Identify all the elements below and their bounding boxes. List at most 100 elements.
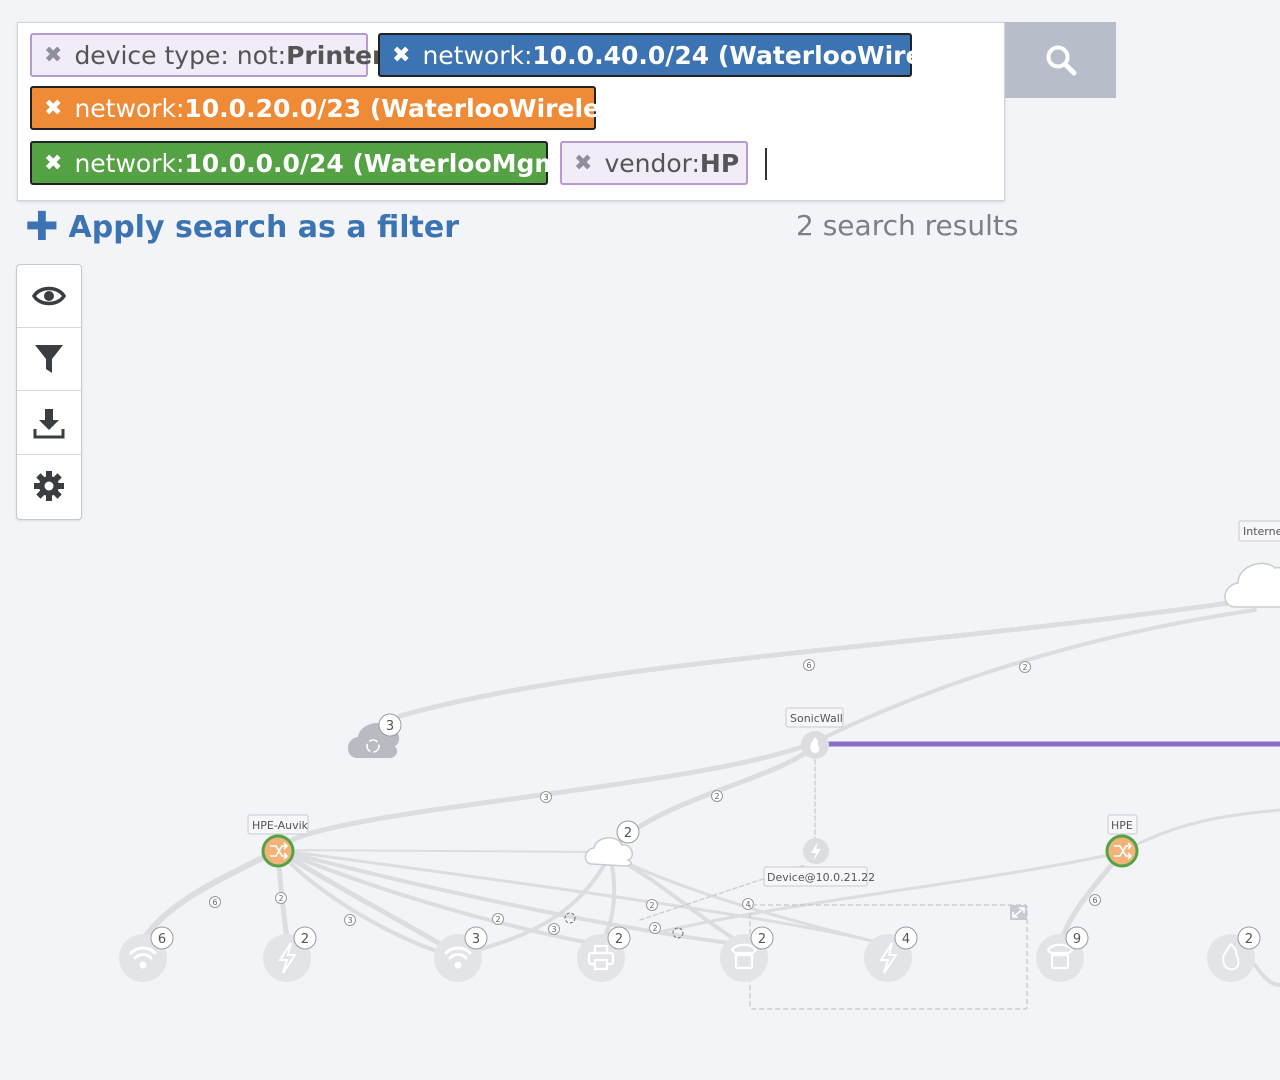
chip-key: vendor:	[604, 148, 700, 178]
phone-icon	[1046, 943, 1074, 970]
device-node: Device@10.0.21.22	[763, 838, 875, 887]
map-link	[658, 850, 1124, 934]
node-count-badge: 2	[301, 932, 309, 947]
link-count-badge: 2	[275, 892, 287, 904]
view-options-button[interactable]	[17, 265, 81, 328]
switch-icon	[270, 842, 289, 860]
map-link	[1253, 963, 1280, 987]
map-toolbar	[16, 264, 82, 520]
plus-icon: ✚	[25, 204, 59, 250]
svg-text:6: 6	[212, 898, 217, 907]
search-chip-device-type[interactable]: ✖ device type: not:Printer	[30, 33, 384, 77]
link-count-badge: 2	[711, 790, 723, 802]
lightning-icon	[278, 942, 297, 974]
link-count-badge: 2	[649, 922, 661, 934]
link-count-badge: 3	[344, 914, 356, 926]
text-cursor	[765, 148, 767, 180]
node-count-badge: 2	[1245, 932, 1253, 947]
node-count-badge: 3	[472, 932, 480, 947]
remove-chip-icon[interactable]: ✖	[392, 42, 411, 68]
remove-chip-icon[interactable]: ✖	[44, 42, 63, 68]
remove-chip-icon[interactable]: ✖	[44, 95, 63, 121]
search-chip-vendor[interactable]: ✖ vendor: HP	[560, 141, 748, 185]
sonicwall-node: SonicWall	[785, 707, 844, 759]
hpe-auvik-node: HPE-Auvik	[247, 814, 309, 868]
svg-text:2: 2	[278, 894, 283, 903]
map-link	[1120, 808, 1280, 854]
download-button[interactable]	[17, 392, 81, 455]
node-count-badge: 2	[624, 826, 632, 841]
map-link	[276, 848, 602, 947]
fire-icon	[1222, 942, 1240, 971]
search-button[interactable]	[1005, 22, 1116, 98]
firewall-icon	[810, 737, 820, 753]
node-count-badge: 2	[615, 932, 623, 947]
chip-key: network:	[422, 40, 533, 70]
wifi-icon	[129, 946, 157, 969]
link-count-badge: 6	[803, 659, 815, 671]
apply-filter-label: Apply search as a filter	[68, 209, 460, 245]
node-count-badge: 9	[1073, 932, 1081, 947]
link-count-badge: 2	[1019, 661, 1031, 673]
wifi-icon	[444, 946, 472, 969]
printer-node: 2	[577, 926, 631, 982]
map-link	[456, 853, 612, 957]
search-icon	[1046, 45, 1076, 76]
sonicwall-label: SonicWall	[790, 712, 843, 725]
svg-text:2: 2	[714, 792, 719, 801]
remove-chip-icon[interactable]: ✖	[574, 150, 593, 176]
chip-value: 10.0.20.0/23 (WaterlooWireless)	[184, 93, 642, 123]
search-chip-network-wireless[interactable]: ✖ network: 10.0.20.0/23 (WaterlooWireles…	[30, 86, 641, 130]
map-link	[813, 608, 1257, 744]
switch-icon	[1114, 842, 1133, 860]
cloud-node-middle: 2	[584, 820, 640, 867]
hpe-auvik-label: HPE-Auvik	[252, 819, 309, 832]
apply-search-as-filter-button[interactable]: ✚ Apply search as a filter	[25, 207, 459, 247]
svg-text:4: 4	[745, 900, 750, 909]
lightning-icon	[879, 942, 898, 974]
svg-text:2: 2	[495, 915, 500, 924]
lightning-icon	[811, 842, 821, 861]
node-count-badge: 4	[902, 932, 910, 947]
chip-key: device type: not:	[74, 40, 287, 70]
chip-value: HP	[699, 148, 740, 178]
filter-button[interactable]	[17, 328, 81, 391]
link-count-badges: 6 2 3 2 6 2 3 2 3 2 2 4 6	[209, 659, 1101, 939]
expand-icon	[1010, 905, 1027, 920]
phone-node: 2	[720, 926, 774, 982]
svg-text:6: 6	[806, 661, 811, 670]
map-link	[277, 849, 601, 853]
wifi-node: 6	[119, 926, 174, 982]
cloud-node-left: 3	[347, 713, 402, 758]
remove-chip-icon[interactable]: ✖	[44, 150, 63, 176]
svg-text:3: 3	[543, 793, 548, 802]
link-count-badge: 3	[540, 791, 552, 803]
svg-text:6: 6	[1092, 896, 1097, 905]
svg-text:3: 3	[347, 916, 352, 925]
chip-value: 10.0.40.0/24 (WaterlooWired)	[532, 40, 952, 70]
search-result-count: 2 search results	[796, 209, 1019, 242]
map-link	[275, 739, 818, 853]
map-link	[276, 848, 747, 947]
eye-icon	[32, 286, 66, 306]
filter-icon	[35, 345, 63, 373]
cloud-icon	[1224, 562, 1280, 608]
map-link	[276, 848, 890, 947]
link-count-badge: 2	[492, 913, 504, 925]
chip-key: network:	[74, 93, 185, 123]
settings-button[interactable]	[17, 455, 81, 517]
svg-text:2: 2	[649, 901, 654, 910]
svg-text:2: 2	[652, 924, 657, 933]
link-count-badge: 4	[742, 898, 754, 910]
wifi-node: 3	[434, 926, 488, 982]
search-chip-network-wired[interactable]: ✖ network: 10.0.40.0/24 (WaterlooWired)	[378, 33, 952, 77]
svg-text:2: 2	[1022, 663, 1027, 672]
device-label: Device@10.0.21.22	[767, 871, 875, 884]
link-count-badge: 3	[548, 923, 560, 935]
printer-icon	[587, 944, 615, 971]
hpe-node: HPE	[1105, 814, 1139, 868]
search-chip-network-mgmt[interactable]: ✖ network: 10.0.0.0/24 (WaterlooMgmt)	[30, 141, 584, 185]
svg-text:3: 3	[551, 925, 556, 934]
cloud-icon	[584, 837, 633, 867]
